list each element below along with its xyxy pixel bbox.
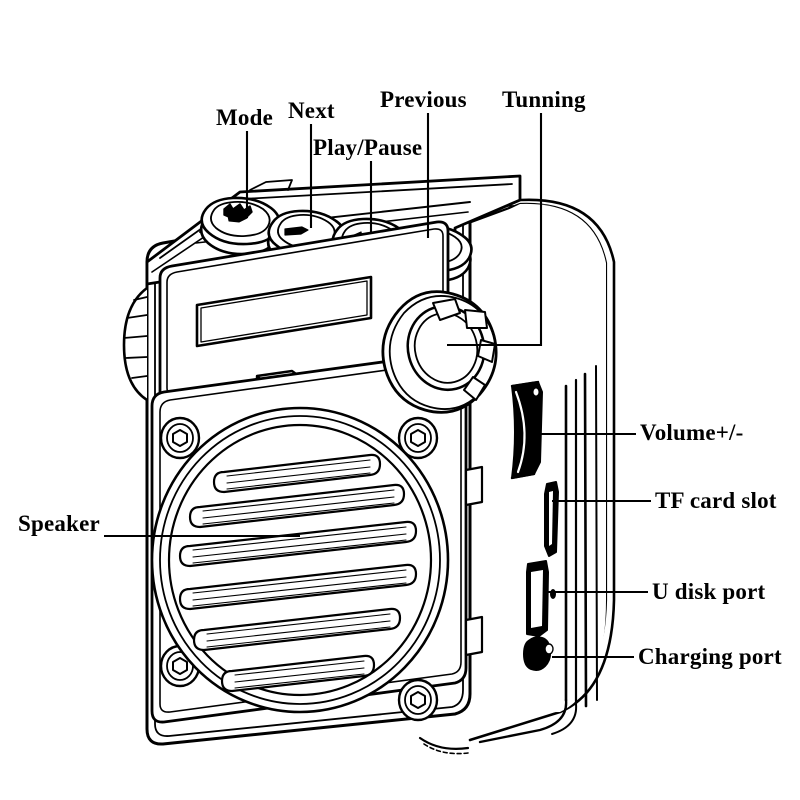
u-disk-port[interactable]	[526, 560, 556, 637]
bottom-foot	[418, 736, 470, 755]
volume-rocker[interactable]	[510, 380, 543, 480]
callout-label-play-pause: Play/Pause	[313, 135, 423, 160]
grille-slot-3	[178, 520, 418, 568]
circular-speaker-grille	[150, 406, 450, 714]
callout-label-speaker: Speaker	[18, 511, 100, 536]
display-panel	[158, 220, 450, 404]
screw-top-right	[397, 416, 439, 460]
callout-label-mode: Mode	[216, 105, 274, 130]
grille-slot-5	[192, 607, 402, 652]
grille-slot-2	[188, 483, 406, 529]
tuning-knob[interactable]	[381, 290, 498, 414]
grille-slot-1	[212, 453, 382, 494]
leader-tunning	[447, 113, 543, 347]
callout-label-u-disk-port: U disk port	[652, 579, 766, 604]
next-track-icon	[284, 226, 309, 236]
grille-slot-6	[220, 654, 376, 693]
callout-label-tunning: Tunning	[502, 87, 586, 112]
callout-leader-lines	[104, 113, 651, 659]
hex-screws	[159, 416, 439, 722]
callout-label-next: Next	[288, 98, 335, 123]
callout-label-tf-card-slot: TF card slot	[655, 488, 777, 513]
callout-label-charging-port: Charging port	[638, 644, 782, 669]
lcd-display-screen	[195, 275, 373, 348]
charging-port[interactable]	[523, 636, 554, 671]
callout-label-previous: Previous	[380, 87, 467, 112]
left-edge-rib	[122, 286, 149, 402]
callout-label-volume: Volume+/-	[640, 420, 744, 445]
side-tabs	[464, 465, 484, 657]
tf-card-slot[interactable]	[544, 481, 559, 557]
screw-top-left	[159, 416, 201, 460]
grille-slots	[178, 453, 418, 693]
grille-slot-4	[178, 563, 418, 611]
screw-bottom-right	[397, 678, 439, 722]
